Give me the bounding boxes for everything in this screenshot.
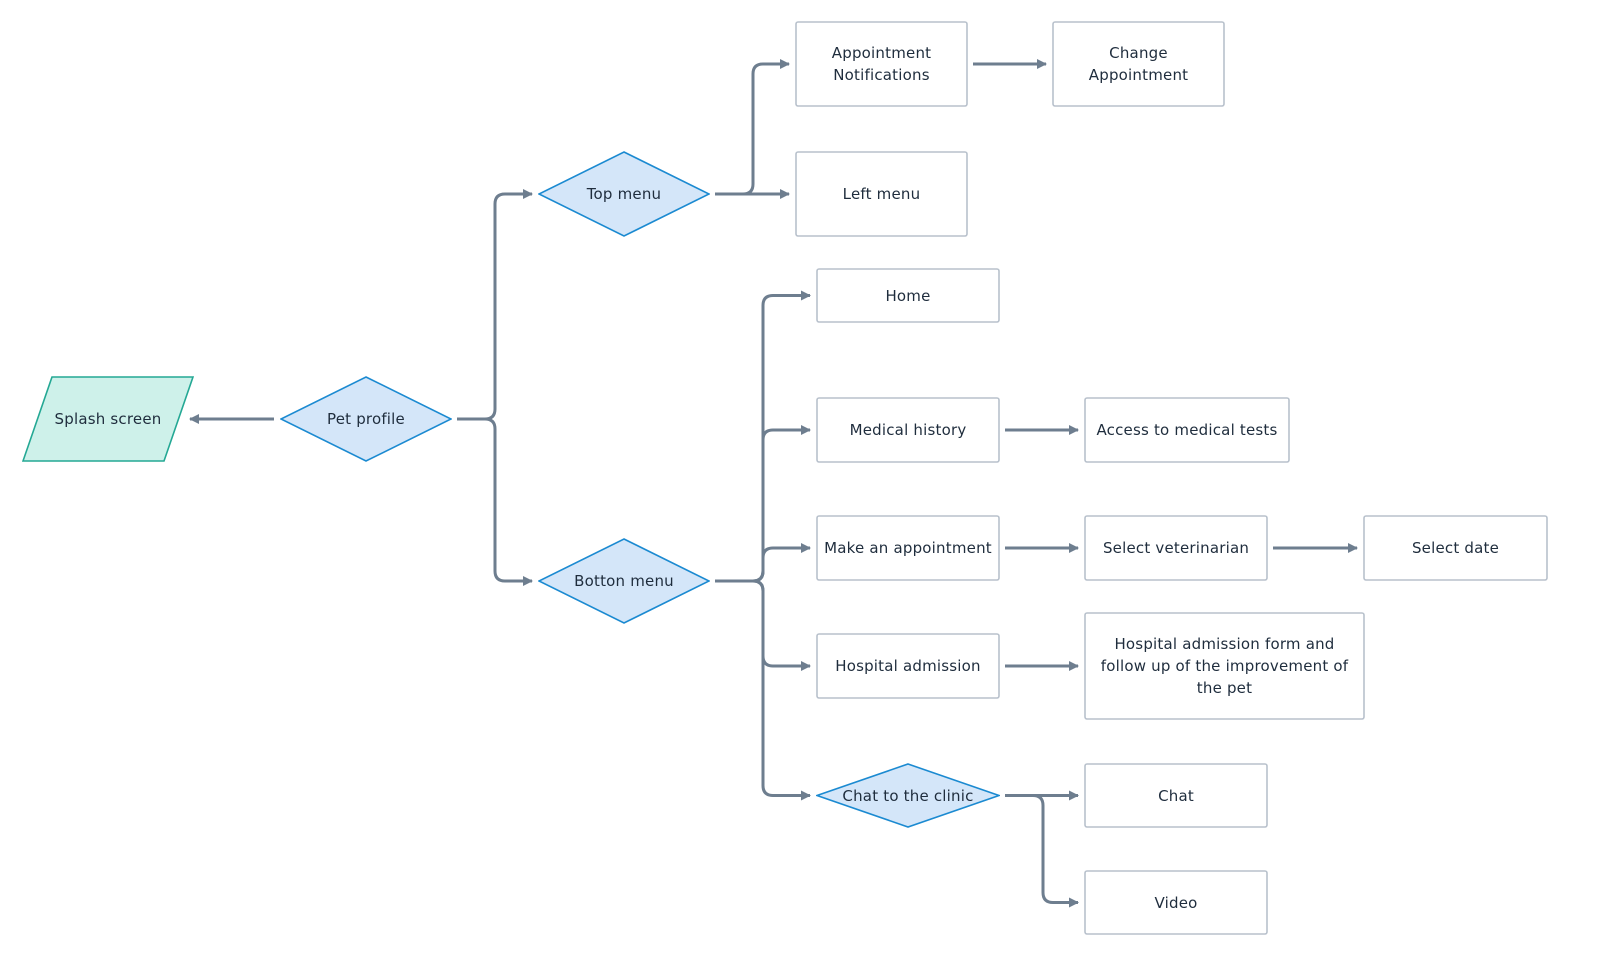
connector-top-menu-to-appt-notifications	[715, 59, 790, 196]
node-select-date[interactable]: Select date	[1363, 515, 1548, 581]
node-select-veterinarian[interactable]: Select veterinarian	[1084, 515, 1268, 581]
node-label: Change Appointment	[1088, 44, 1189, 84]
node-medical-history[interactable]: Medical history	[816, 397, 1000, 463]
node-label: Select veterinarian	[1102, 539, 1250, 557]
node-label: Appointment Notifications	[831, 44, 932, 84]
node-botton-menu[interactable]: Botton menu	[538, 538, 710, 624]
node-label: Chat	[1158, 786, 1194, 805]
node-label: Access to medical tests	[1096, 421, 1278, 439]
connector-bottom-menu-to-make-appt	[715, 543, 811, 583]
connector-chat-clinic-to-video	[1005, 794, 1079, 908]
node-home[interactable]: Home	[816, 268, 1000, 323]
connector-pet-profile-to-bottom-menu	[457, 417, 533, 586]
connector-pet-profile-to-top-menu	[457, 189, 533, 421]
node-label: Chat to the clinic	[842, 786, 974, 805]
node-top-menu[interactable]: Top menu	[538, 151, 710, 237]
node-label: Home	[885, 286, 931, 305]
node-video[interactable]: Video	[1084, 870, 1268, 935]
node-label: Left menu	[842, 185, 921, 203]
node-splash-screen[interactable]: Splash screen	[22, 376, 194, 462]
connector-bottom-menu-to-chat-clinic	[715, 579, 811, 801]
node-pet-profile[interactable]: Pet profile	[280, 376, 452, 462]
node-label: Medical history	[849, 421, 967, 439]
node-label: Top menu	[586, 185, 662, 203]
node-label: Hospital admission	[835, 657, 981, 675]
node-make-an-appointment[interactable]: Make an appointment	[816, 515, 1000, 581]
node-label: Make an appointment	[824, 539, 992, 557]
node-chat[interactable]: Chat	[1084, 763, 1268, 828]
node-label: Botton menu	[574, 572, 674, 590]
node-left-menu[interactable]: Left menu	[795, 151, 968, 237]
node-label: Hospital admission form and follow up of…	[1100, 635, 1349, 697]
node-hospital-admission-form[interactable]: Hospital admission form and follow up of…	[1084, 612, 1365, 720]
node-label: Select date	[1411, 539, 1500, 557]
node-label: Video	[1154, 893, 1198, 912]
node-appointment-notifications[interactable]: Appointment Notifications	[795, 21, 968, 107]
node-label: Splash screen	[54, 410, 162, 428]
node-hospital-admission[interactable]: Hospital admission	[816, 633, 1000, 699]
node-label: Pet profile	[327, 410, 405, 428]
node-access-to-medical-tests[interactable]: Access to medical tests	[1084, 397, 1290, 463]
node-change-appointment[interactable]: Change Appointment	[1052, 21, 1225, 107]
node-chat-to-the-clinic[interactable]: Chat to the clinic	[816, 763, 1000, 828]
